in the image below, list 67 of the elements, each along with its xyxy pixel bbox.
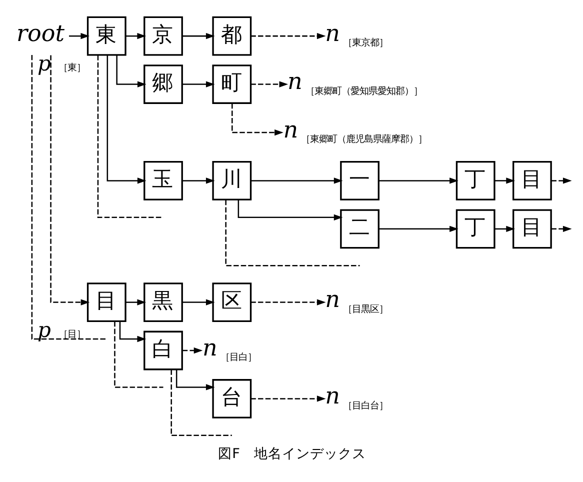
node-box: 京 bbox=[144, 16, 183, 56]
node-box: 二 bbox=[340, 208, 380, 248]
arrow bbox=[182, 177, 215, 184]
node-box: 目 bbox=[86, 282, 126, 322]
node-box: 台 bbox=[212, 378, 252, 418]
connector bbox=[31, 54, 107, 340]
node-box: 郷 bbox=[144, 64, 183, 104]
arrow bbox=[551, 177, 572, 184]
arrow bbox=[378, 225, 458, 232]
arrow bbox=[250, 395, 326, 402]
node-label: ［東］ bbox=[58, 62, 86, 74]
node-label: ［東京都］ bbox=[343, 37, 388, 48]
arrow bbox=[494, 177, 515, 184]
caption: 図F 地名インデックス bbox=[218, 445, 366, 462]
arrow bbox=[106, 54, 146, 184]
node-box: 黒 bbox=[144, 282, 183, 322]
connector bbox=[225, 199, 360, 266]
arrow bbox=[126, 298, 146, 305]
node-box: 白 bbox=[144, 330, 183, 370]
node-box: 区 bbox=[212, 282, 252, 322]
connector bbox=[114, 321, 164, 388]
node-box: 町 bbox=[212, 64, 252, 104]
node-text: n bbox=[283, 116, 298, 143]
node-label: ［目］ bbox=[58, 328, 86, 340]
arrow bbox=[182, 346, 203, 354]
arrow bbox=[116, 54, 146, 87]
arrow bbox=[176, 369, 215, 390]
node-box: 丁 bbox=[456, 160, 496, 200]
arrow bbox=[126, 32, 146, 39]
connector bbox=[97, 54, 164, 218]
node-text: n bbox=[202, 334, 218, 361]
node-box: 東 bbox=[86, 16, 126, 56]
node-box: 目 bbox=[512, 208, 552, 248]
node-box: 目 bbox=[512, 160, 552, 200]
arrow bbox=[232, 102, 284, 136]
node-box: 川 bbox=[212, 160, 252, 200]
node-text: n bbox=[325, 286, 340, 313]
node-text: root bbox=[16, 20, 65, 46]
arrow bbox=[182, 80, 215, 87]
node-box: 都 bbox=[212, 16, 252, 56]
node-label: ［目白］ bbox=[220, 352, 256, 363]
node-text: n bbox=[325, 20, 340, 46]
arrow bbox=[182, 298, 215, 305]
node-label: p bbox=[37, 317, 51, 342]
arrow bbox=[50, 54, 90, 305]
node-box: 一 bbox=[340, 160, 380, 200]
node-box: 丁 bbox=[456, 208, 496, 248]
arrow bbox=[378, 177, 458, 184]
node-label: p bbox=[37, 51, 51, 76]
node-label: ［目黒区］ bbox=[343, 303, 388, 314]
arrow bbox=[250, 32, 326, 39]
arrow bbox=[250, 80, 288, 87]
node-label: ［東郷町（愛知県愛知郡）］ bbox=[305, 85, 422, 96]
arrow bbox=[494, 225, 515, 232]
node-label: ［目白台］ bbox=[343, 400, 388, 411]
arrow bbox=[250, 298, 326, 305]
arrow bbox=[69, 32, 90, 39]
arrow bbox=[551, 225, 572, 232]
node-text: n bbox=[287, 68, 302, 95]
node-box: 玉 bbox=[144, 160, 183, 200]
arrow bbox=[119, 321, 146, 342]
connector bbox=[170, 369, 232, 436]
arrow bbox=[182, 32, 215, 39]
arrow bbox=[250, 177, 343, 184]
node-text: n bbox=[325, 383, 340, 410]
node-label: ［東郷町（鹿児島県薩摩郡）］ bbox=[301, 134, 428, 145]
arrow bbox=[238, 199, 343, 220]
